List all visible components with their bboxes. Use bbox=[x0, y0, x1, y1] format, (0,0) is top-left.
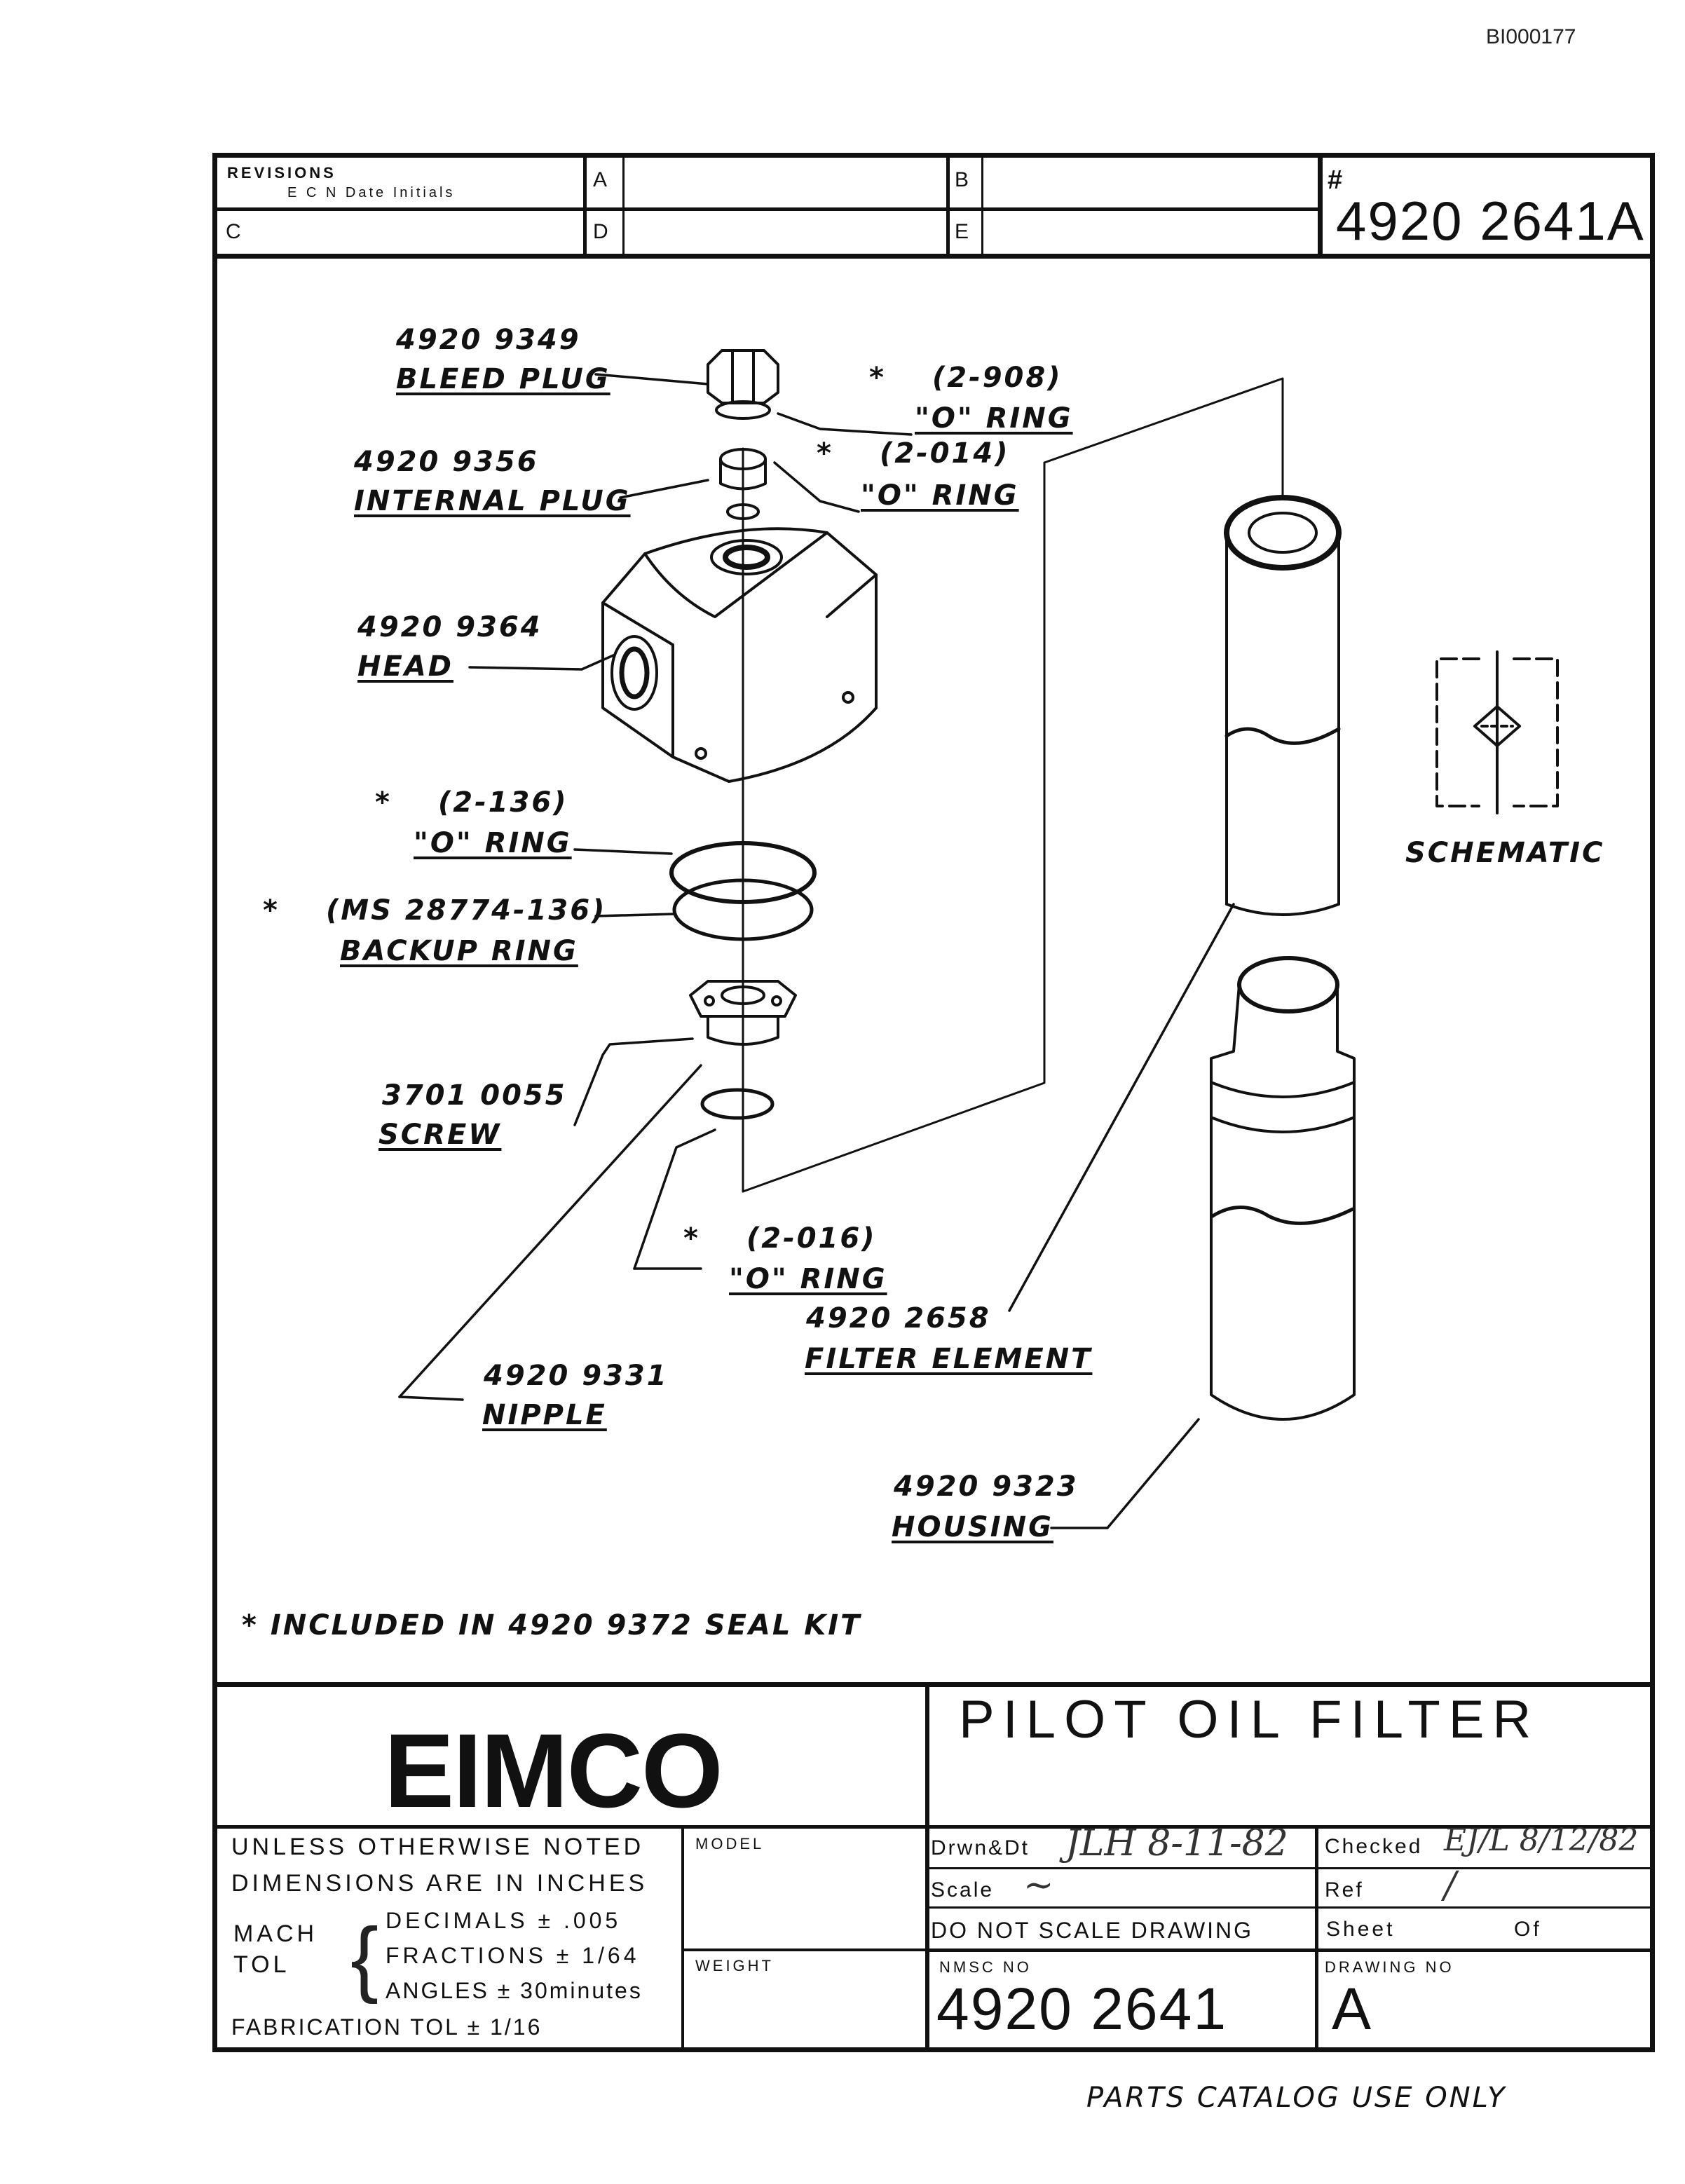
drawing-no-label: DRAWING NO bbox=[1325, 1958, 1454, 1976]
housing-shape bbox=[1210, 956, 1356, 1421]
backup-ring bbox=[672, 878, 814, 941]
scale-label: Scale bbox=[931, 1878, 995, 1902]
part-name-bleed-plug: BLEED PLUG bbox=[396, 363, 610, 395]
parts-catalog-note: PARTS CATALOG USE ONLY bbox=[1086, 2082, 1507, 2114]
revision-cell-b: B bbox=[955, 168, 969, 191]
notes-angles: ANGLES ± 30minutes bbox=[386, 1978, 643, 2003]
seal-kit-note: * INCLUDED IN 4920 9372 SEAL KIT bbox=[242, 1609, 862, 1642]
seal-name-5: "O" RING bbox=[729, 1263, 887, 1295]
drawing-no: A bbox=[1332, 1976, 1373, 2042]
revision-divider-1 bbox=[583, 153, 587, 257]
company-logo-eimco: EIMCO bbox=[384, 1712, 723, 1829]
title-block-row-2 bbox=[925, 1867, 1655, 1869]
part-name-internal-plug: INTERNAL PLUG bbox=[354, 485, 631, 517]
part-number-filter-element: 4920 2658 bbox=[806, 1302, 991, 1335]
notes-mach: MACH bbox=[233, 1920, 318, 1947]
revisions-columns: E C N Date Initials bbox=[287, 185, 456, 200]
seal-star-1: * bbox=[869, 362, 886, 394]
schematic-label: SCHEMATIC bbox=[1405, 837, 1605, 869]
part-number-internal-plug: 4920 9356 bbox=[354, 446, 539, 478]
seal-code-1: (2-908) bbox=[932, 362, 1063, 394]
part-number-screw: 3701 0055 bbox=[382, 1079, 567, 1112]
seal-name-2: "O" RING bbox=[861, 479, 1019, 512]
title-block-row-3 bbox=[925, 1906, 1655, 1909]
nmsc-label: NMSC NO bbox=[939, 1958, 1032, 1976]
notes-fabrication: FABRICATION TOL ± 1/16 bbox=[231, 2014, 543, 2040]
drawing-title: PILOT OIL FILTER bbox=[959, 1690, 1540, 1749]
seal-star-2: * bbox=[817, 437, 833, 470]
revision-drawing-number: 4920 2641A bbox=[1336, 190, 1645, 252]
bleed-plug-shape bbox=[707, 349, 779, 404]
title-block-model-divider bbox=[681, 1825, 684, 2052]
revision-row-divider bbox=[212, 207, 1321, 211]
schematic-symbol bbox=[1435, 650, 1559, 814]
seal-code-3: (2-136) bbox=[438, 786, 568, 819]
revision-divider-3 bbox=[946, 153, 950, 257]
part-name-filter-element: FILTER ELEMENT bbox=[805, 1343, 1093, 1375]
notes-line-1: UNLESS OTHERWISE NOTED bbox=[231, 1834, 645, 1860]
seal-name-4: BACKUP RING bbox=[340, 935, 578, 967]
revision-cell-c: C bbox=[226, 220, 241, 243]
seal-star-3: * bbox=[375, 786, 392, 819]
internal-plug-oring bbox=[726, 503, 760, 520]
leader-lines bbox=[398, 373, 1235, 1529]
revisions-label: REVISIONS bbox=[227, 164, 336, 182]
part-number-housing: 4920 9323 bbox=[894, 1470, 1079, 1503]
of-label: Of bbox=[1514, 1918, 1542, 1941]
exploded-view-drawing bbox=[398, 349, 1559, 1529]
filter-element-shape bbox=[1224, 495, 1342, 916]
small-oring bbox=[700, 1088, 775, 1120]
head-body bbox=[601, 527, 878, 783]
notes-fractions: FRACTIONS ± 1/64 bbox=[386, 1943, 640, 1968]
part-number-head: 4920 9364 bbox=[357, 611, 543, 643]
large-oring bbox=[669, 841, 817, 904]
revision-block-bottom bbox=[212, 254, 1655, 259]
weight-label: WEIGHT bbox=[695, 1957, 774, 1974]
revision-cell-a: A bbox=[593, 168, 608, 191]
part-name-nipple: NIPPLE bbox=[482, 1399, 607, 1431]
drawn-label: Drwn&Dt bbox=[931, 1836, 1030, 1859]
revision-cell-e: E bbox=[955, 220, 969, 243]
seal-name-3: "O" RING bbox=[414, 827, 572, 859]
revision-divider-5 bbox=[1318, 153, 1323, 257]
revision-divider-2 bbox=[622, 153, 625, 257]
seal-code-2: (2-014) bbox=[880, 437, 1010, 470]
nmsc-number: 4920 2641 bbox=[936, 1976, 1228, 2042]
notes-decimals: DECIMALS ± .005 bbox=[386, 1908, 622, 1933]
document-id: BI000177 bbox=[1486, 25, 1576, 48]
title-block-top bbox=[212, 1682, 1655, 1687]
scale-value: ~ bbox=[1023, 1864, 1054, 1906]
tolerance-brace: { bbox=[350, 1911, 379, 2005]
model-label: MODEL bbox=[695, 1835, 765, 1852]
seal-code-4: (MS 28774-136) bbox=[326, 894, 607, 927]
seal-code-5: (2-016) bbox=[746, 1222, 877, 1255]
part-number-nipple: 4920 9331 bbox=[484, 1360, 669, 1392]
ref-label: Ref bbox=[1325, 1878, 1364, 1902]
checked-signature: EJ/L 8/12/82 bbox=[1444, 1822, 1639, 1858]
seal-star-5: * bbox=[683, 1222, 700, 1255]
revision-cell-d: D bbox=[593, 220, 608, 243]
do-not-scale-note: DO NOT SCALE DRAWING bbox=[931, 1918, 1254, 1943]
checked-column-divider bbox=[1315, 1825, 1318, 2052]
bleed-plug-oring bbox=[715, 400, 771, 420]
part-name-housing: HOUSING bbox=[892, 1511, 1053, 1543]
title-block-row-1 bbox=[212, 1825, 1655, 1829]
model-weight-divider bbox=[681, 1948, 928, 1951]
part-number-bleed-plug: 4920 9349 bbox=[396, 324, 581, 356]
part-name-head: HEAD bbox=[357, 650, 453, 683]
part-name-screw: SCREW bbox=[378, 1119, 502, 1151]
sheet-label: Sheet bbox=[1326, 1918, 1396, 1941]
seal-name-1: "O" RING bbox=[915, 402, 1073, 435]
notes-tol: TOL bbox=[233, 1951, 290, 1978]
drawn-signature: JLH 8-11-82 bbox=[1065, 1822, 1288, 1864]
nipple-shape bbox=[689, 980, 797, 1046]
revision-divider-4 bbox=[981, 153, 983, 257]
revision-number-mark: # bbox=[1328, 165, 1343, 195]
ref-value: / bbox=[1444, 1864, 1457, 1906]
notes-line-2: DIMENSIONS ARE IN INCHES bbox=[231, 1870, 648, 1897]
seal-star-4: * bbox=[263, 894, 280, 927]
drawing-frame bbox=[212, 153, 1655, 2052]
title-block-row-4 bbox=[925, 1948, 1655, 1952]
checked-label: Checked bbox=[1325, 1835, 1423, 1858]
